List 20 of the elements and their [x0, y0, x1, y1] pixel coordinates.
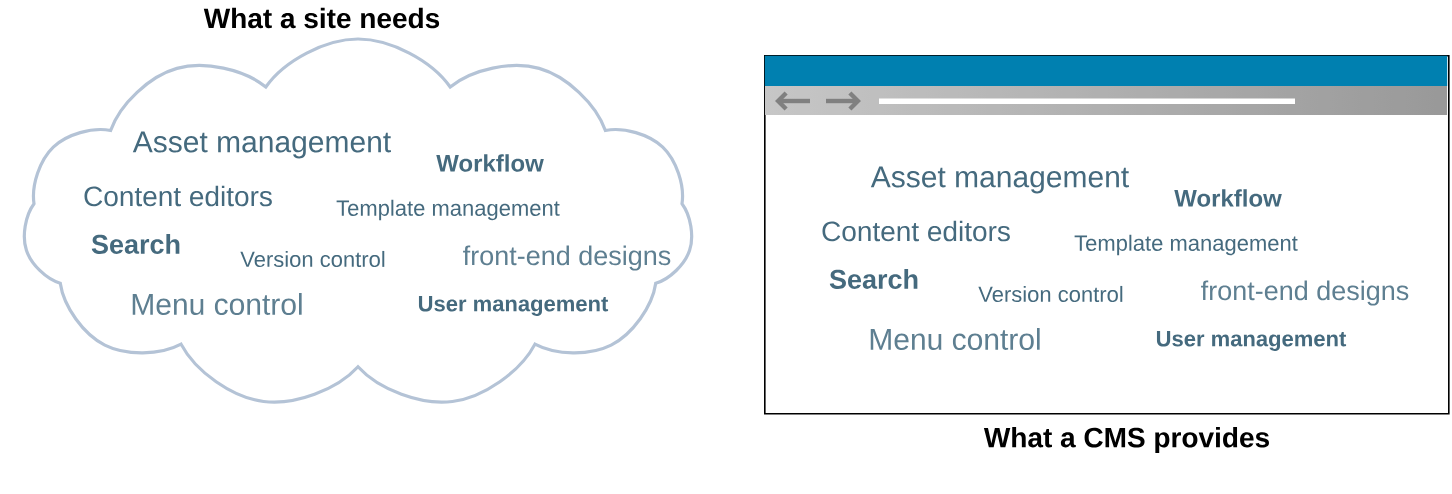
feature-label: Menu control	[132, 293, 302, 315]
heading: What a site needs	[203, 7, 440, 29]
feature-label: Workflow	[1174, 189, 1282, 207]
feature-label: User management	[1156, 331, 1347, 351]
feature-label: Content editors	[822, 220, 1010, 242]
feature-label: Search	[91, 234, 180, 254]
feature-label: Version control	[240, 250, 385, 268]
feature-label: Template management	[1074, 234, 1298, 256]
heading: What a CMS provides	[983, 426, 1269, 454]
feature-label: Asset management	[870, 166, 1129, 194]
feature-label: front-end designs	[463, 245, 671, 271]
feature-label: Menu control	[870, 328, 1040, 350]
feature-label: User management	[418, 296, 609, 316]
feature-label: Search	[829, 269, 918, 289]
feature-label: Content editors	[84, 185, 272, 207]
feature-label: Workflow	[436, 154, 544, 172]
feature-label: Version control	[978, 285, 1123, 303]
feature-label: front-end designs	[1201, 280, 1409, 306]
feature-label: Template management	[336, 199, 560, 221]
feature-label: Asset management	[132, 131, 391, 159]
